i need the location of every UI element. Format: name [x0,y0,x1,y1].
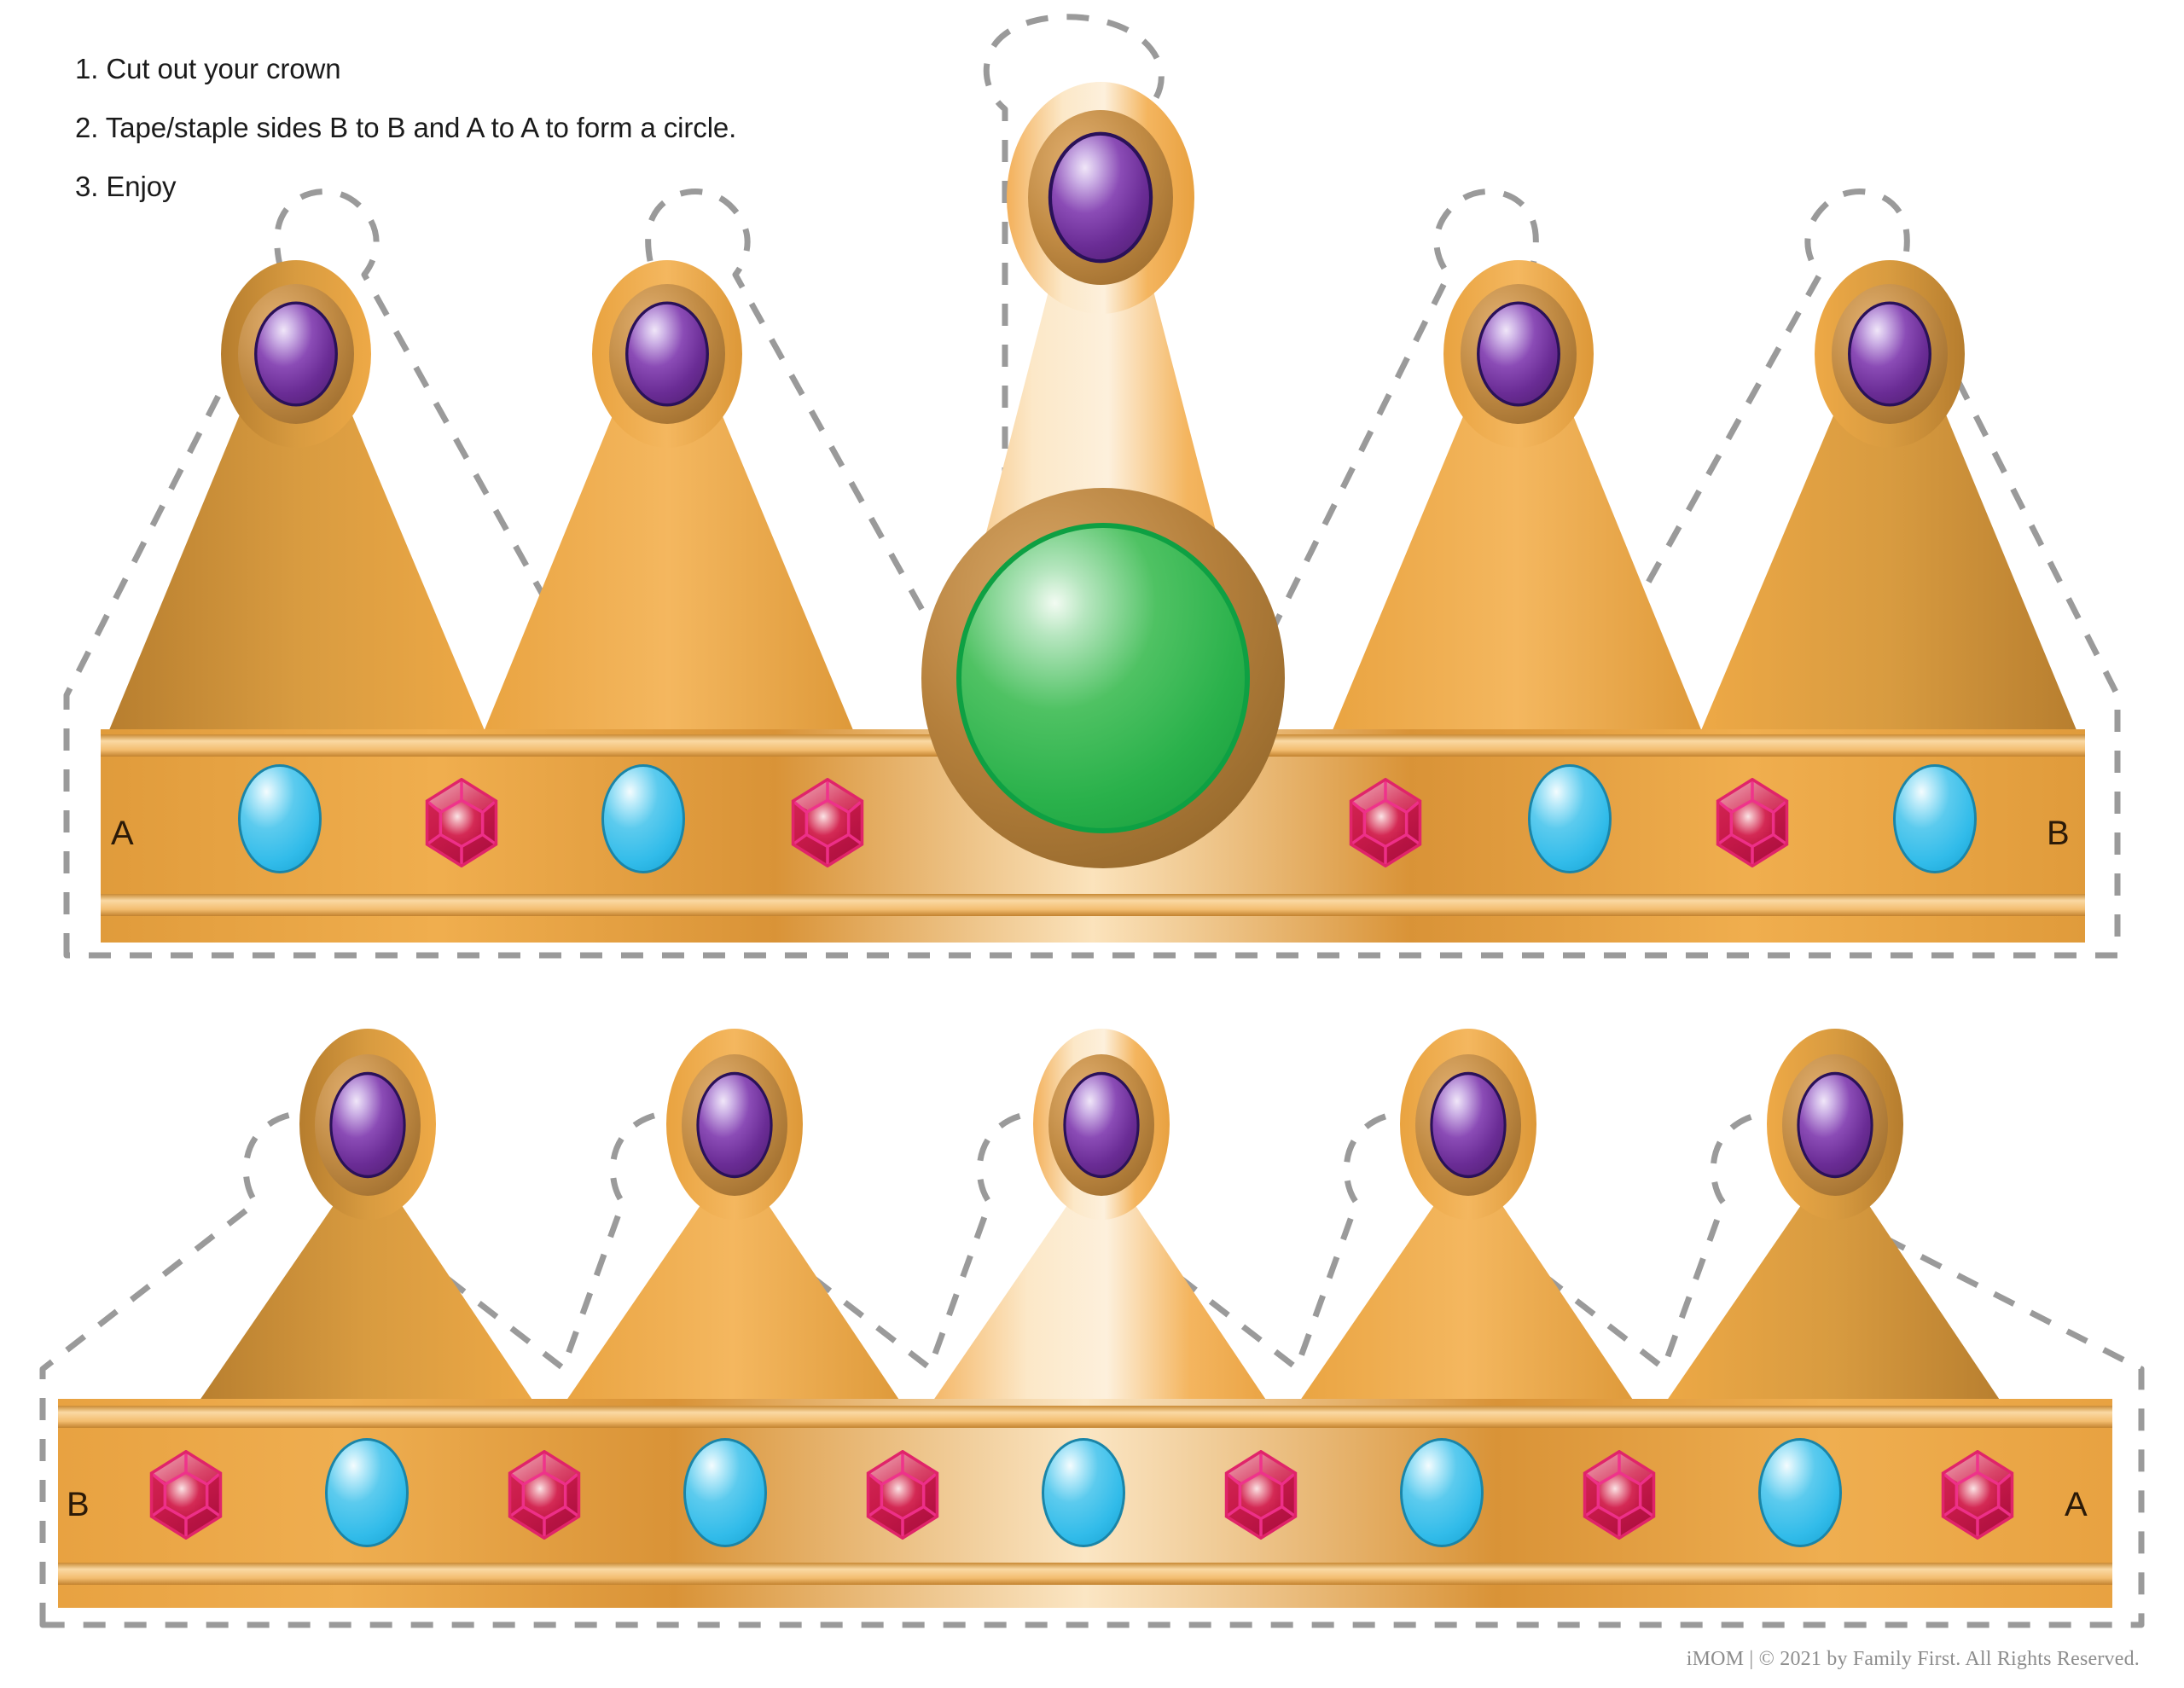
red-hexagon-gem [1941,1450,2014,1540]
instructions-list: 1. Cut out your crown 2. Tape/staple sid… [75,53,1014,229]
bottom-crown-group [39,1029,2145,1628]
red-hexagon-gem [1716,778,1789,867]
blue-oval-gem [683,1438,767,1547]
blue-oval-gem [1893,764,1977,873]
band-ridge-top [58,1406,2112,1428]
bottom-crown-peak-1 [186,1029,546,1420]
bottom-crown-peak-3 [920,1029,1280,1420]
bottom-crown-label-a: A [2065,1486,2088,1523]
band-ridge-bottom [58,1563,2112,1585]
blue-oval-gem [1400,1438,1484,1547]
top-crown-label-b: B [2047,815,2070,852]
bottom-crown-peak-5 [1653,1029,2013,1420]
purple-oval-gem [682,1054,787,1196]
band-ridge-bottom [101,894,2085,916]
purple-oval-gem [1048,1054,1154,1196]
red-hexagon-gem [425,778,498,867]
instruction-line-1: 1. Cut out your crown [75,53,341,84]
top-crown-label-a: A [111,815,134,852]
purple-oval-gem [238,284,354,424]
red-hexagon-gem [866,1450,939,1540]
bottom-crown-peak-2 [553,1029,913,1420]
instruction-line-3: 3. Enjoy [75,170,177,202]
purple-oval-gem [1461,284,1577,424]
red-hexagon-gem [1224,1450,1298,1540]
purple-oval-gem [1028,110,1173,285]
red-hexagon-gem [1349,778,1422,867]
green-center-jewel [921,488,1285,868]
blue-oval-gem [1528,764,1612,873]
blue-oval-gem [1758,1438,1842,1547]
bottom-crown-cut-line [39,1110,2145,1628]
purple-oval-gem [315,1054,421,1196]
top-crown-peak-1 [101,260,493,751]
top-crown-peak-2 [476,260,862,751]
red-hexagon-gem [149,1450,223,1540]
red-hexagon-gem [508,1450,581,1540]
purple-oval-gem [609,284,725,424]
blue-oval-gem [325,1438,409,1547]
band-ridge-top [101,734,2085,757]
blue-oval-gem [238,764,322,873]
copyright-footer: iMOM | © 2021 by Family First. All Right… [1686,1648,2140,1670]
blue-oval-gem [1042,1438,1125,1547]
bottom-crown-peak-4 [1287,1029,1647,1420]
red-hexagon-gem [791,778,864,867]
red-hexagon-gem [1583,1450,1656,1540]
top-crown-peak-4 [1324,260,1710,751]
top-crown-peak-5 [1693,260,2085,751]
bottom-crown-label-b: B [67,1486,90,1523]
blue-oval-gem [601,764,685,873]
bottom-crown-band [58,1399,2112,1608]
instruction-line-2: 2. Tape/staple sides B to B and A to A t… [75,111,737,143]
purple-oval-gem [1782,1054,1888,1196]
purple-oval-gem [1415,1054,1521,1196]
top-crown-band [101,729,2085,943]
purple-oval-gem [1832,284,1948,424]
